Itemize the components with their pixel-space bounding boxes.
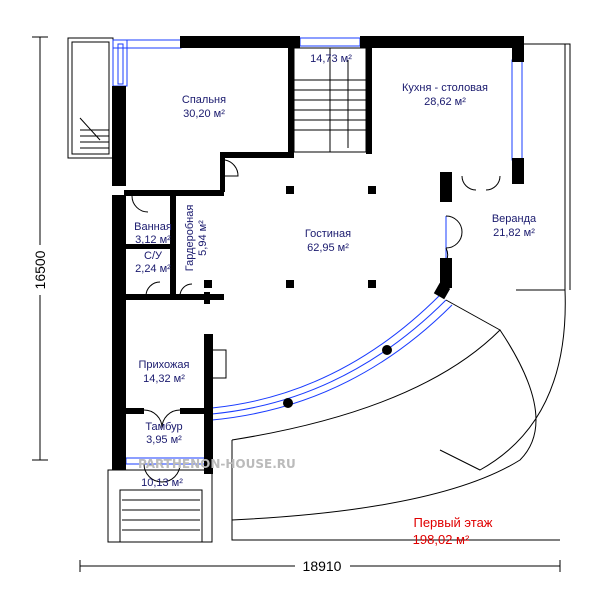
room-wc-name: С/У — [144, 250, 163, 262]
room-wardrobe-area: 5,94 м² — [197, 220, 209, 256]
room-kitchen-name: Кухня - столовая — [402, 82, 488, 94]
room-vestibule-area: 3,95 м² — [146, 434, 182, 446]
floor-area: 198,02 м² — [413, 532, 470, 547]
doors — [131, 159, 501, 483]
room-veranda-name: Веранда — [492, 213, 537, 225]
floor-title: Первый этаж — [413, 515, 492, 530]
room-bedroom-area: 30,20 м² — [183, 108, 225, 120]
room-vestibule-name: Тамбур — [145, 421, 182, 433]
dimension-width-label: 18910 — [303, 558, 342, 574]
room-kitchen-area: 28,62 м² — [424, 96, 466, 108]
room-veranda-area: 21,82 м² — [493, 227, 535, 239]
walls — [112, 36, 524, 474]
watermark: PARTHENON-HOUSE.RU — [138, 457, 296, 471]
room-living-name: Гостиная — [305, 228, 351, 240]
room-living-area: 62,95 м² — [307, 242, 349, 254]
columns — [204, 186, 392, 408]
room-bathroom-area: 3,12 м² — [135, 234, 171, 246]
room-hall-area: 14,32 м² — [143, 373, 185, 385]
dimension-height-label: 16500 — [32, 250, 48, 289]
room-bedroom-name: Спальня — [182, 94, 226, 106]
veranda-outline — [107, 43, 571, 543]
left-stair — [67, 37, 114, 159]
room-wardrobe-name: Гардеробная — [184, 205, 196, 272]
room-wc-area: 2,24 м² — [135, 263, 171, 275]
interior-stair — [293, 47, 367, 153]
room-hall-name: Прихожая — [139, 359, 190, 371]
room-porch-area: 10,13 м² — [141, 477, 183, 489]
room-stair-hall-area: 14,73 м² — [310, 53, 352, 65]
room-bathroom-name: Ванная — [134, 221, 172, 233]
